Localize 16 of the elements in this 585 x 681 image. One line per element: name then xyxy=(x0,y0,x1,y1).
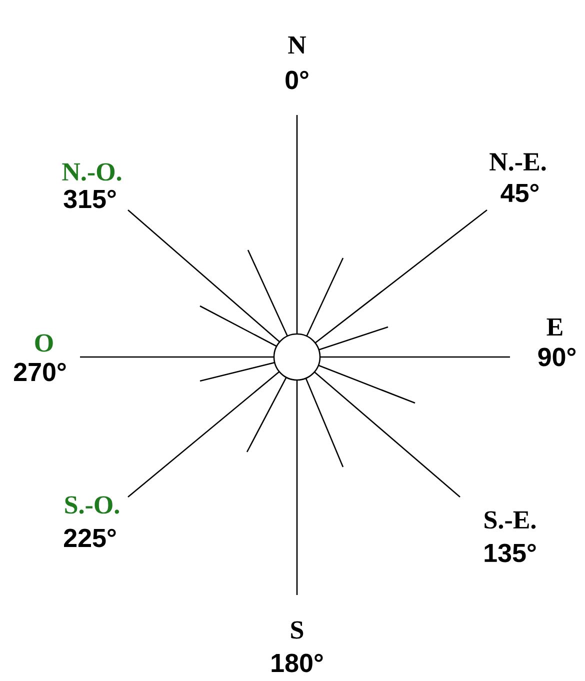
direction-label: S xyxy=(291,621,304,639)
direction-label: N.-E. xyxy=(490,153,546,171)
direction-label: O xyxy=(35,334,53,352)
degree-label: 270° xyxy=(14,362,66,382)
direction-label: S.-O. xyxy=(65,496,120,514)
direction-label: N xyxy=(288,36,306,54)
degree-label: 90° xyxy=(538,348,576,366)
degree-label: 180° xyxy=(272,654,323,672)
degree-label: 135° xyxy=(484,544,536,562)
degree-label: 0° xyxy=(286,70,308,90)
direction-label: N.-O. xyxy=(62,163,122,181)
direction-label: S.-E. xyxy=(484,511,536,529)
direction-label: E xyxy=(546,318,562,336)
degree-label: 225° xyxy=(64,528,116,548)
degree-label: 45° xyxy=(500,184,539,202)
degree-label: 315° xyxy=(64,190,116,208)
